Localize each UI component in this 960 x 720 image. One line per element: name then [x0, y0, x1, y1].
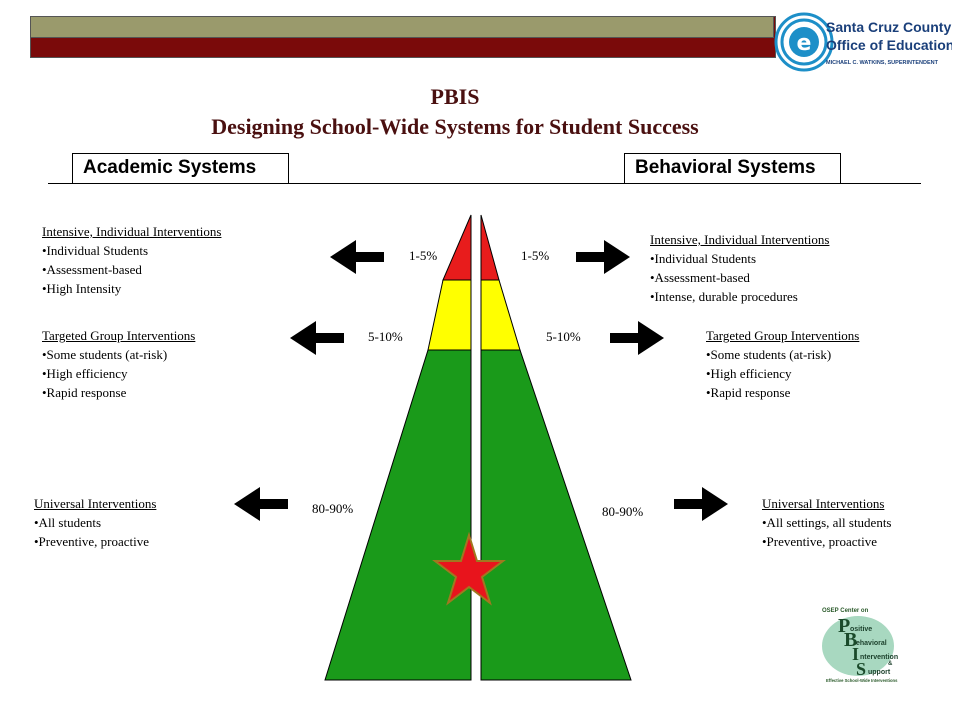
behavioral-universal-block: Universal Interventions •All settings, a… [762, 494, 892, 551]
pbis-letter-i: I [852, 644, 859, 664]
pbis-logo-circle [822, 616, 894, 676]
page-title: PBIS [430, 84, 480, 109]
right-tier-intensive [480, 214, 500, 281]
pct-left-top: 1-5% [409, 248, 438, 263]
list-item: •All students [34, 515, 102, 530]
pbis-word-positive: ositive [850, 626, 872, 633]
list-item: •Assessment-based [650, 270, 750, 285]
academic-intensive-block: Intensive, Individual Interventions •Ind… [42, 222, 221, 298]
left-tier-intensive [442, 214, 472, 281]
arrow-right-icon [610, 321, 664, 355]
pct-right-bottom: 80-90% [602, 504, 644, 519]
pct-right-middle: 5-10% [546, 329, 581, 344]
header-bar-stripe [30, 16, 774, 38]
arrow-left-icon [290, 321, 344, 355]
county-office-logo: e Santa Cruz County Office of Education … [774, 12, 952, 72]
left-tier-universal [324, 349, 472, 681]
pct-left-bottom: 80-90% [312, 501, 354, 516]
academic-universal-block: Universal Interventions •All students •P… [34, 494, 156, 551]
arrow-left-icon [330, 240, 384, 274]
pbis-letter-b: B [844, 629, 857, 651]
page-subtitle: Designing School-Wide Systems for Studen… [211, 114, 699, 139]
academic-targeted-block: Targeted Group Interventions •Some stude… [42, 326, 195, 402]
behavioral-universal-heading: Universal Interventions [762, 496, 885, 511]
logo-line3: MICHAEL C. WATKINS, SUPERINTENDENT [826, 60, 939, 66]
pbis-logo-bottom: Effective School-Wide Interventions [826, 678, 898, 683]
logo-ring-inner [789, 27, 819, 57]
pbis-letter-p: P [838, 615, 850, 637]
logo-ring-mid [780, 18, 828, 66]
behavioral-targeted-heading: Targeted Group Interventions [706, 328, 860, 343]
arrow-right-icon [674, 487, 728, 521]
pbis-logo-top: OSEP Center on [822, 608, 869, 614]
arrow-left-icon [234, 487, 288, 521]
logo-ring-outer [774, 12, 834, 72]
academic-systems-label: Academic Systems [72, 153, 289, 183]
logo-e-icon: e [797, 31, 812, 56]
pbis-word-behavioral: ehavioral [856, 640, 887, 647]
pct-left-middle: 5-10% [368, 329, 403, 344]
list-item: •Preventive, proactive [34, 534, 150, 549]
header-rule [48, 183, 921, 184]
list-item: •High efficiency [42, 366, 128, 381]
pbis-letter-s: S [856, 659, 866, 679]
list-item: •Preventive, proactive [762, 534, 878, 549]
behavioral-intensive-heading: Intensive, Individual Interventions [650, 232, 830, 247]
list-item: •Individual Students [650, 251, 757, 266]
list-item: •Some students (at-risk) [42, 347, 168, 362]
pbis-word-intervention: ntervention [860, 654, 898, 661]
pbis-word-support: upport [868, 669, 891, 676]
right-tier-targeted [480, 279, 521, 351]
list-item: •Rapid response [706, 385, 791, 400]
arrow-right-icon [576, 240, 630, 274]
behavioral-intensive-block: Intensive, Individual Interventions •Ind… [650, 230, 829, 306]
pbis-amp: & [888, 661, 893, 667]
star-icon [432, 531, 506, 606]
list-item: •Individual Students [42, 243, 149, 258]
left-tier-targeted [427, 279, 472, 351]
pbis-center-logo: OSEP Center on P ositive B ehavioral I n… [822, 608, 898, 683]
list-item: •All settings, all students [762, 515, 892, 530]
pct-right-top: 1-5% [521, 248, 550, 263]
behavioral-targeted-block: Targeted Group Interventions •Some stude… [706, 326, 859, 402]
logo-line2: Office of Education [826, 37, 952, 53]
academic-intensive-heading: Intensive, Individual Interventions [42, 224, 222, 239]
list-item: •Rapid response [42, 385, 127, 400]
academic-targeted-heading: Targeted Group Interventions [42, 328, 196, 343]
logo-line1: Santa Cruz County [826, 19, 951, 35]
list-item: •Intense, durable procedures [650, 289, 798, 304]
list-item: •High Intensity [42, 281, 122, 296]
behavioral-systems-label: Behavioral Systems [624, 153, 841, 183]
list-item: •Assessment-based [42, 262, 142, 277]
list-item: •Some students (at-risk) [706, 347, 832, 362]
academic-universal-heading: Universal Interventions [34, 496, 157, 511]
list-item: •High efficiency [706, 366, 792, 381]
